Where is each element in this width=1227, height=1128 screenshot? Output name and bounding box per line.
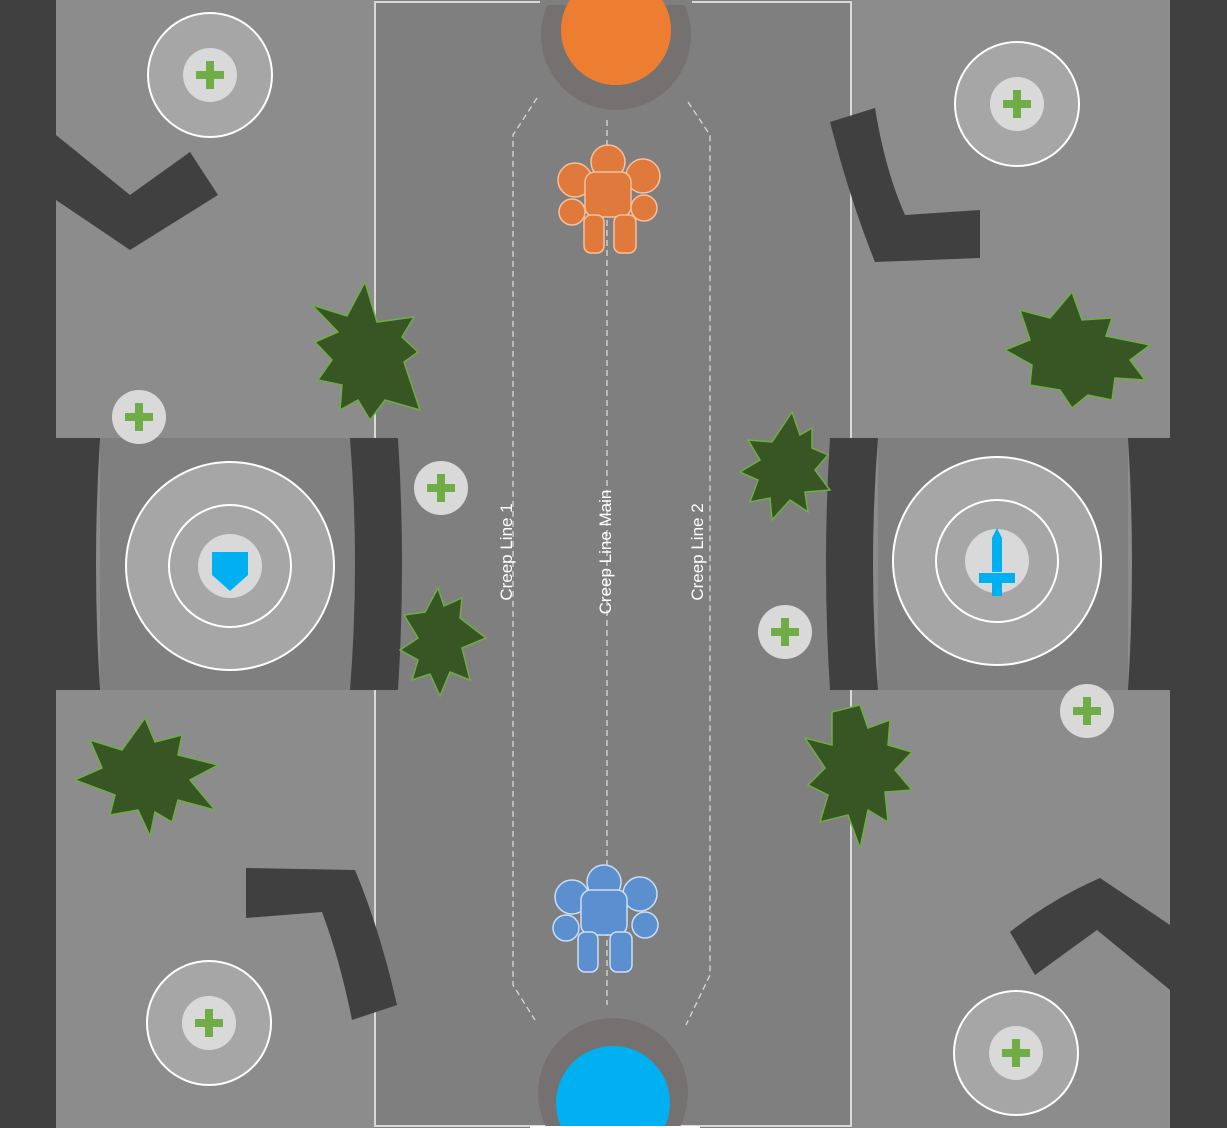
bush-icon [803, 704, 914, 851]
bush-icon [73, 716, 221, 839]
creep-line-1-label: Creep Line 1 [497, 503, 516, 601]
plus-icon[interactable] [112, 390, 166, 444]
plus-icon[interactable] [758, 605, 812, 659]
plus-icon[interactable] [146, 960, 272, 1086]
shield-icon [212, 552, 248, 591]
creep-line-1-path [512, 97, 538, 1021]
cover-wall-top-right [830, 108, 980, 262]
blue-golem-icon [552, 864, 659, 973]
plus-icon[interactable] [954, 41, 1080, 167]
right-outer-wall [1170, 0, 1227, 1128]
bush-icon [738, 410, 832, 522]
sword-icon [979, 528, 1015, 596]
right-base-platform [1128, 438, 1170, 690]
creep-line-main-label: Creep Line Main [596, 489, 615, 615]
plus-icon[interactable] [1060, 684, 1114, 738]
left-base-platform [56, 438, 100, 690]
bush-icon [1003, 290, 1152, 410]
cover-wall-bottom-left [246, 868, 397, 1020]
plus-icon[interactable] [953, 990, 1079, 1116]
plus-icon[interactable] [147, 12, 273, 138]
cover-wall-bottom-right [1010, 878, 1170, 990]
attack-base [892, 456, 1102, 666]
orange-golem-icon [557, 144, 661, 254]
bush-icon [398, 586, 488, 698]
defense-base [125, 461, 335, 671]
plus-icon[interactable] [414, 461, 468, 515]
bush-icon [311, 280, 422, 422]
left-base-gate-wall [350, 438, 402, 690]
right-base-gate-wall [826, 438, 878, 690]
orange-spawn-icon [540, 0, 692, 110]
left-outer-wall [0, 0, 56, 1128]
creep-line-2-label: Creep Line 2 [688, 503, 707, 601]
cover-wall-top-left [56, 135, 218, 250]
blue-spawn-icon [530, 1018, 700, 1128]
